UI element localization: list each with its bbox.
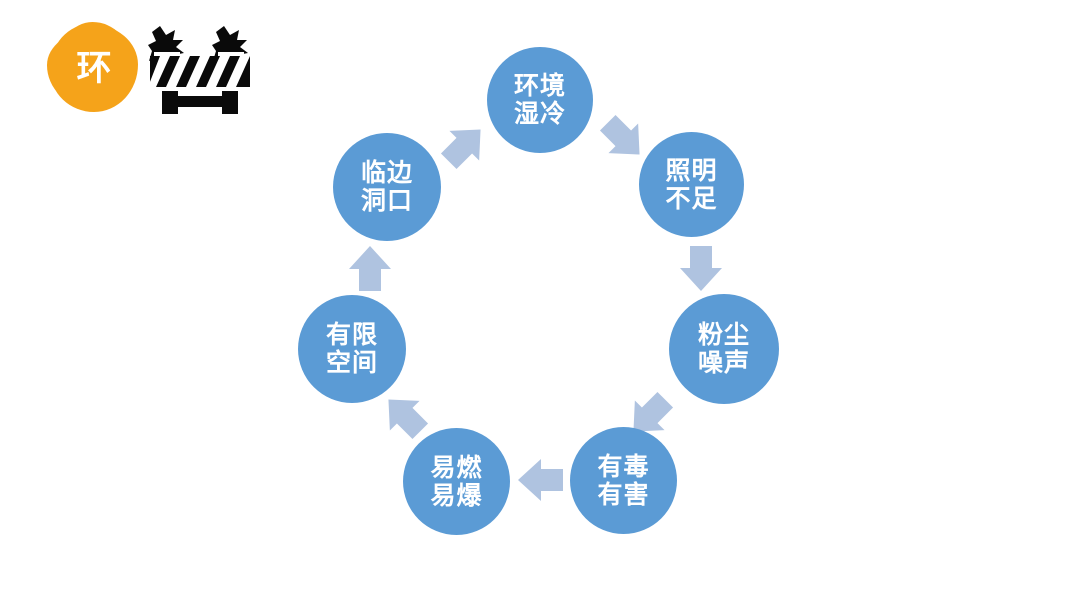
arrow-youduyouhai-to-yiranyibao — [513, 453, 567, 507]
cycle-node-huanjingshileng[interactable]: 环境 湿冷 — [487, 47, 593, 153]
node-label-line1: 临边 — [360, 159, 413, 187]
node-label-line1: 易燃 — [430, 453, 483, 482]
category-badge-label: 环 — [76, 48, 112, 88]
node-label-line1: 环境 — [513, 72, 566, 100]
node-label-line2: 噪声 — [697, 349, 750, 377]
arrow-fenchennoisheng-to-youduyouhai — [622, 389, 676, 443]
node-label-line1: 有毒 — [597, 452, 650, 481]
node-label-line2: 易爆 — [430, 481, 483, 510]
node-label-line1: 照明 — [665, 156, 718, 185]
arrow-huanjingshileng-to-zhaomingbuzu — [597, 112, 651, 166]
arrow-yiranyibao-to-youxiankongjian — [377, 388, 431, 442]
cycle-node-yiranyibao[interactable]: 易燃 易爆 — [403, 428, 510, 535]
cycle-node-fenchennoisheng[interactable]: 粉尘 噪声 — [669, 294, 779, 404]
node-label-line2: 洞口 — [360, 187, 413, 215]
node-label-line2: 湿冷 — [513, 100, 566, 128]
cycle-node-youxiankongjian[interactable]: 有限 空间 — [298, 295, 406, 403]
node-label-line2: 不足 — [665, 184, 718, 213]
cycle-node-youduyouhai[interactable]: 有毒 有害 — [570, 427, 677, 534]
category-badge[interactable]: 环 — [47, 22, 138, 112]
arrow-youxiankongjian-to-linbiandongkou — [343, 241, 397, 295]
cycle-node-linbiandongkou[interactable]: 临边 洞口 — [333, 133, 441, 241]
cycle-node-zhaomingbuzu[interactable]: 照明 不足 — [639, 132, 744, 237]
node-label-line2: 空间 — [325, 349, 378, 377]
arrow-zhaomingbuzu-to-fenchennoisheng — [674, 242, 728, 296]
arrow-to-huanjingshileng — [438, 118, 492, 172]
header-badge-group: 环 — [42, 12, 272, 122]
node-label-line1: 粉尘 — [697, 321, 750, 349]
road-barrier-icon — [148, 20, 252, 116]
node-label-line1: 有限 — [325, 321, 378, 349]
node-label-line2: 有害 — [597, 480, 650, 509]
